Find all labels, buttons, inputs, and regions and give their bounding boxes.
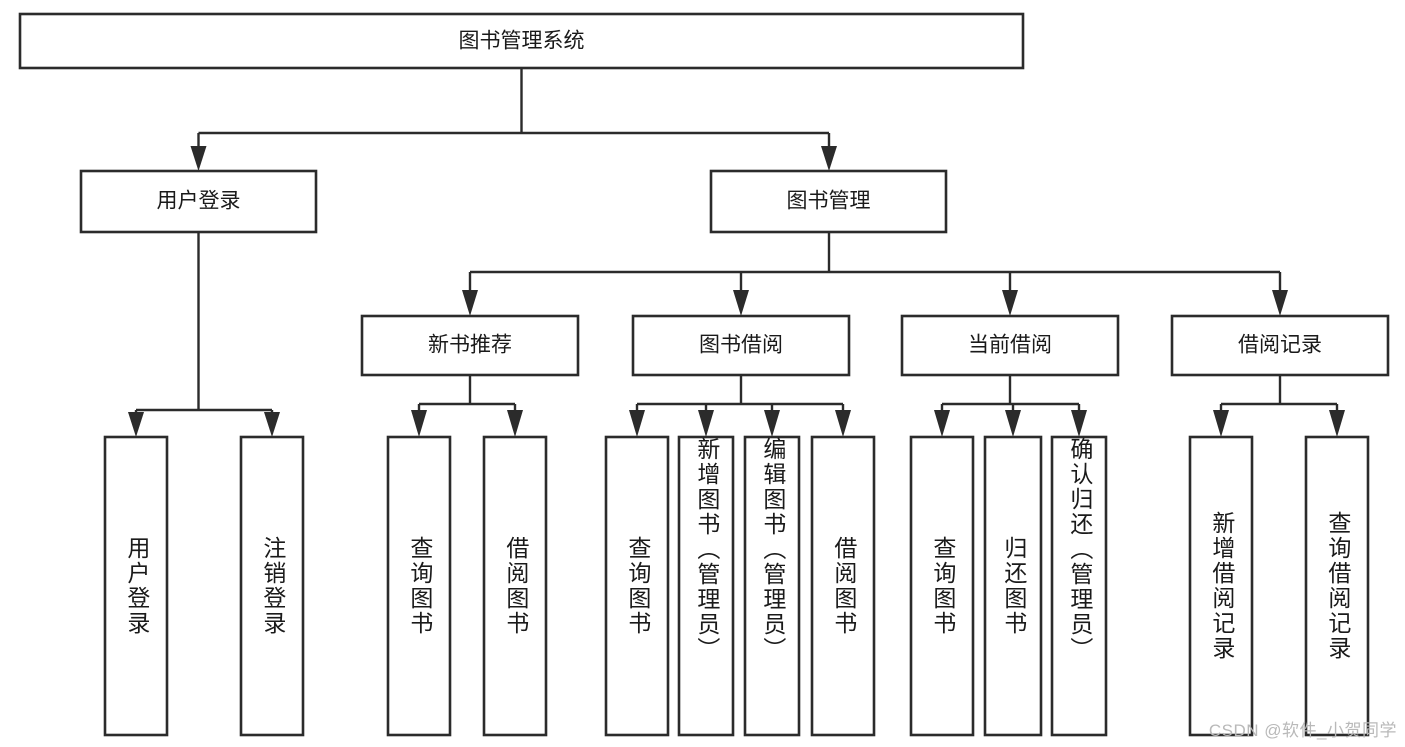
node-new-book-recommend-label: 新书推荐: [428, 334, 512, 357]
connector-newbook-to-leaves: [411, 375, 523, 437]
connector-userlogin-to-leaves: [128, 232, 280, 437]
leaf-boxes: [103, 435, 1370, 737]
connector-root-to-level2: [190, 68, 837, 171]
arrow-head-icon: [1272, 290, 1288, 316]
node-book-borrow-box[interactable]: [631, 314, 851, 377]
arrow-head-icon: [733, 290, 749, 316]
node-book-borrow-label: 图书借阅: [699, 334, 783, 357]
node-user-login-box[interactable]: [79, 169, 318, 234]
node-leaf-query-book-borrow-box[interactable]: [604, 435, 670, 737]
arrow-head-icon: [1213, 410, 1229, 437]
arrow-head-icon: [629, 410, 645, 437]
arrow-head-icon: [462, 290, 478, 316]
arrow-head-icon: [507, 410, 523, 437]
node-book-manage[interactable]: 图书管理: [709, 169, 948, 234]
node-leaf-add-record-box[interactable]: [1188, 435, 1254, 737]
arrow-head-icon: [190, 146, 207, 171]
node-borrow-record-box[interactable]: [1170, 314, 1390, 377]
arrow-head-icon: [1071, 410, 1087, 437]
node-leaf-query-book-cur-box[interactable]: [909, 435, 975, 737]
node-leaf-borrow-book-box[interactable]: [810, 435, 876, 737]
arrow-head-icon: [764, 410, 780, 437]
arrow-head-icon: [264, 412, 280, 437]
node-leaf-logout-box[interactable]: [239, 435, 305, 737]
arrow-head-icon: [1005, 410, 1021, 437]
node-current-borrow-label: 当前借阅: [968, 334, 1052, 357]
node-current-borrow-box[interactable]: [900, 314, 1120, 377]
arrow-head-icon: [128, 412, 144, 437]
node-leaf-add-book-box[interactable]: [677, 435, 735, 737]
node-leaf-query-book-rec-box[interactable]: [386, 435, 452, 737]
node-leaf-user-login-box[interactable]: [103, 435, 169, 737]
arrow-head-icon: [934, 410, 950, 437]
node-current-borrow[interactable]: 当前借阅: [900, 314, 1120, 377]
node-leaf-return-book-box[interactable]: [983, 435, 1043, 737]
connector-bookborrow-to-leaves: [629, 375, 851, 437]
arrow-head-icon: [835, 410, 851, 437]
node-user-login[interactable]: 用户登录: [79, 169, 318, 234]
node-user-login-label: 用户登录: [157, 190, 241, 213]
arrow-head-icon: [821, 146, 837, 171]
connector-borrowrecord-to-leaves: [1213, 375, 1345, 437]
node-leaf-edit-book-box[interactable]: [743, 435, 801, 737]
node-book-manage-label: 图书管理: [787, 190, 871, 213]
node-borrow-record[interactable]: 借阅记录: [1170, 314, 1390, 377]
node-book-borrow[interactable]: 图书借阅: [631, 314, 851, 377]
node-book-manage-box[interactable]: [709, 169, 948, 234]
node-root[interactable]: 图书管理系统: [18, 12, 1025, 70]
connector-bookmanage-to-level3: [462, 232, 1288, 316]
node-leaf-borrow-book-rec-box[interactable]: [482, 435, 548, 737]
node-leaf-confirm-return-box[interactable]: [1050, 435, 1108, 737]
node-new-book-recommend[interactable]: 新书推荐: [360, 314, 580, 377]
arrow-head-icon: [698, 410, 714, 437]
arrow-head-icon: [1002, 290, 1018, 316]
connector-currentborrow-to-leaves: [934, 375, 1087, 437]
node-borrow-record-label: 借阅记录: [1238, 334, 1322, 357]
node-leaf-query-record-box[interactable]: [1304, 435, 1370, 737]
watermark-text: CSDN @软件_小贺同学: [1208, 721, 1397, 740]
node-root-label: 图书管理系统: [459, 30, 585, 53]
node-new-book-recommend-box[interactable]: [360, 314, 580, 377]
arrow-head-icon: [1329, 410, 1345, 437]
arrow-head-icon: [411, 410, 427, 437]
node-root-box[interactable]: [18, 12, 1025, 70]
